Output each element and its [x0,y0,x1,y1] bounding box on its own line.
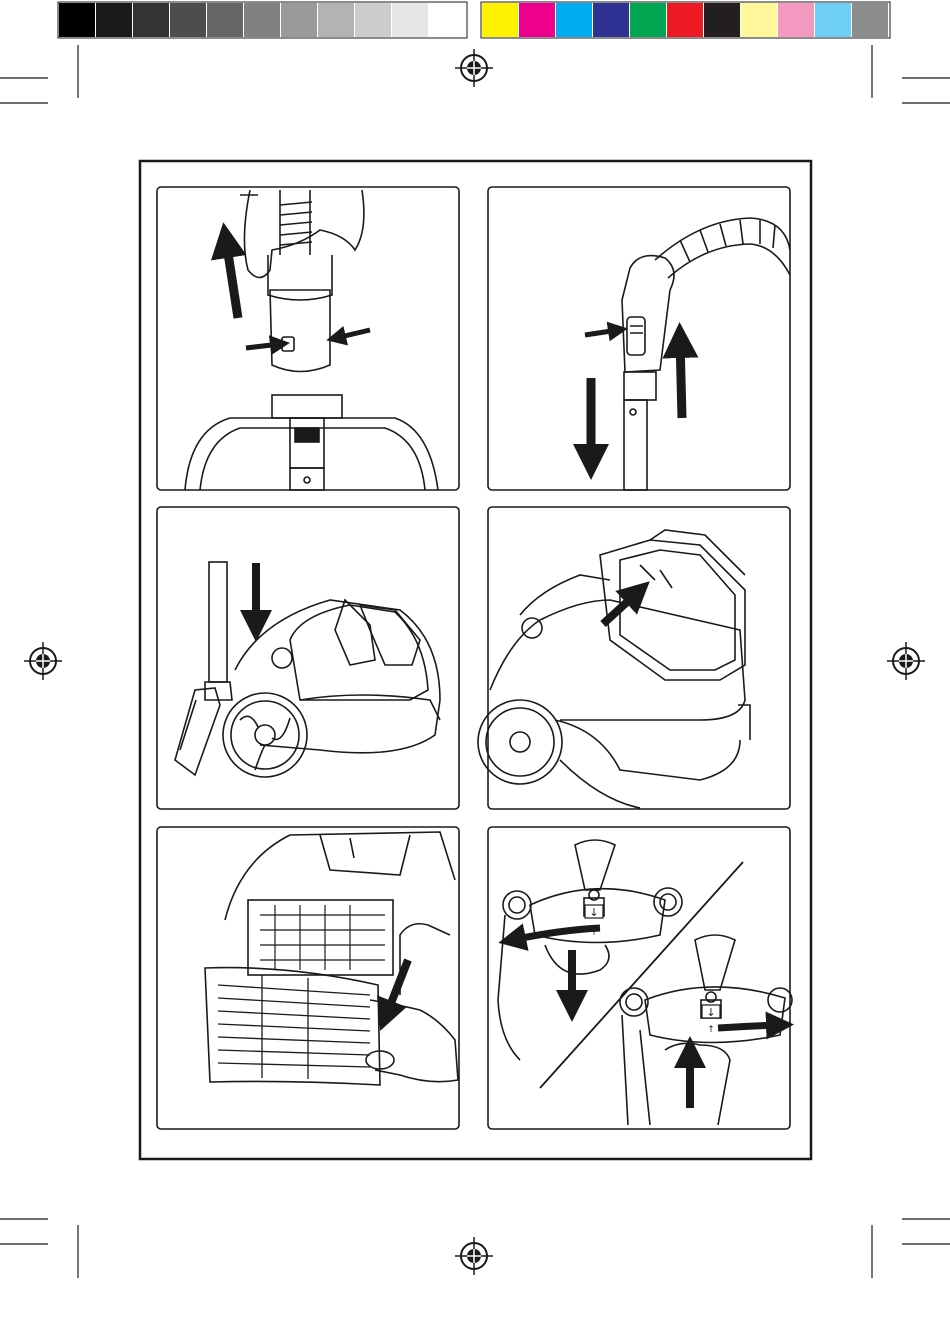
lock-symbol-2: ↑ [707,1025,715,1035]
color-swatch [704,3,740,37]
color-swatch [815,3,851,37]
registration-mark-bottom [455,1237,493,1275]
panel-open-cyclone: ↓ ↑ ↓ ↑ [488,827,792,1129]
color-swatch [593,3,629,37]
unlock-symbol: ↓ [589,906,598,919]
registration-mark-left [24,642,62,680]
color-swatch [741,3,777,37]
color-swatch [556,3,592,37]
gray-swatch [355,3,391,37]
panel-telescopic-tube [488,187,790,490]
color-swatch [630,3,666,37]
gray-swatch [207,3,243,37]
gray-swatch [281,3,317,37]
color-swatch [852,3,888,37]
color-swatch [482,3,518,37]
arrow-retract-up [680,340,682,418]
panel-remove-filter [157,827,459,1129]
gray-swatch [96,3,132,37]
color-swatch [519,3,555,37]
arrow-rotate-right [718,1025,780,1028]
gray-swatch [170,3,206,37]
panel-parking-tube [157,507,459,809]
print-color-bar [58,2,890,38]
gray-swatch [244,3,280,37]
gray-swatch [133,3,169,37]
registration-mark-right [887,642,925,680]
gray-swatch [392,3,428,37]
unlock-symbol-2: ↓ [706,1006,715,1019]
gray-swatch [59,3,95,37]
registration-mark-top [455,49,493,87]
gray-swatch [318,3,354,37]
panel-remove-hose-handle [157,187,459,490]
crop-marks [0,45,950,1278]
gray-swatch [429,3,465,37]
color-swatch [667,3,703,37]
color-swatch [778,3,814,37]
panel-remove-dust-container [478,507,790,809]
